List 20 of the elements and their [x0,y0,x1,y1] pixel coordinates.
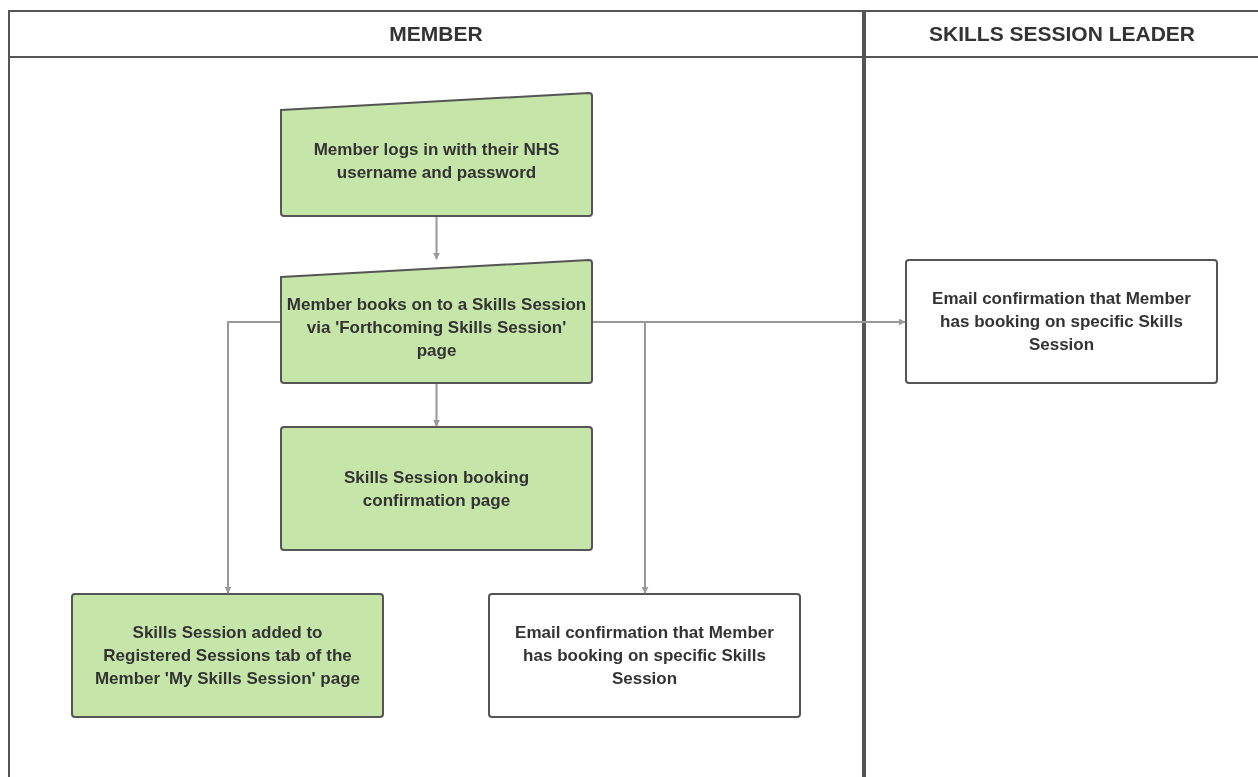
lane-header: MEMBER [10,12,862,58]
arrow [433,383,440,427]
step-text: Member books on to a Skills Session via 'Forthcoming Skills Session' page [286,294,587,362]
process-box [71,593,384,718]
process-box [280,426,593,551]
step-text: Skills Session added to Registered Sessions tab of the Member 'My Skills Session' page [93,622,362,690]
step-text: Email confirmation that Member has booking on specific Skills Session [514,622,775,690]
manual-input-shape [280,259,593,384]
arrow [592,318,906,326]
manual-input-shape [280,92,593,217]
swimlane [8,10,864,777]
lane-header: SKILLS SESSION LEADER [866,12,1258,58]
step-text: Member logs in with their NHS username and password [312,138,561,184]
process-box [488,593,801,718]
arrow [224,321,281,594]
step-text: Skills Session booking confirmation page [342,466,531,512]
process-box [905,259,1218,384]
arrow [433,216,440,260]
step-text: Email confirmation that Member has booking on specific Skills Session [931,288,1192,356]
swimlane [864,10,1258,777]
